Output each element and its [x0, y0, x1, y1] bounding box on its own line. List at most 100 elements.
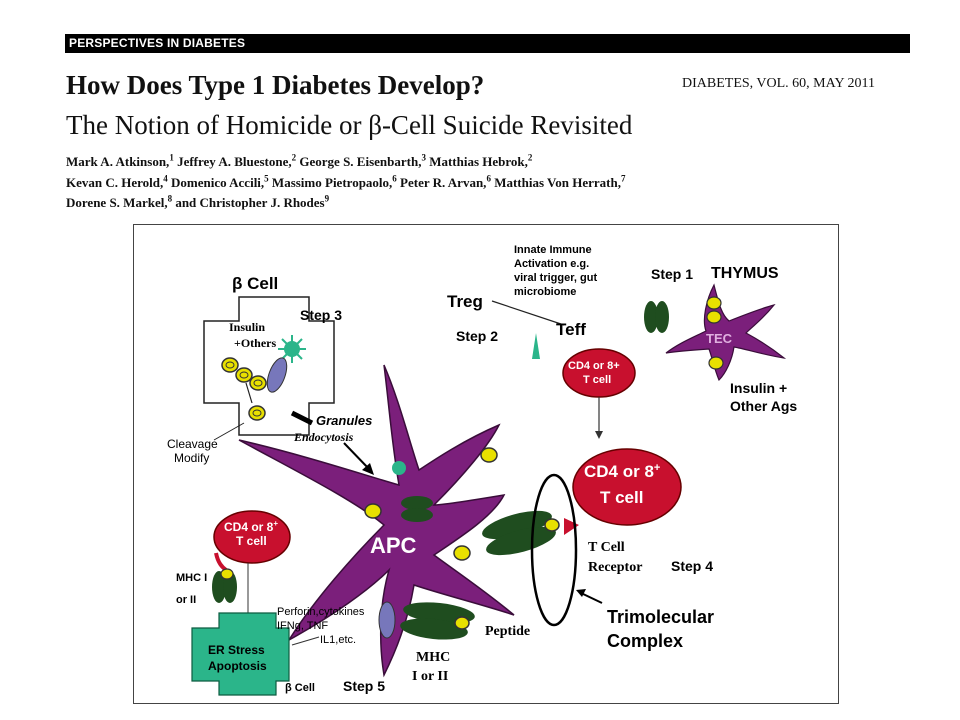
- mhc-left-line2: or II: [176, 594, 196, 606]
- cd4-left-line1: CD4 or 8+: [224, 519, 278, 534]
- er-stress-line1: ER Stress: [208, 643, 265, 657]
- step4-label: Step 4: [671, 558, 713, 574]
- subtitle-suffix: -Cell Suicide Revisited: [381, 110, 633, 140]
- perforin-line2: IFNg, TNF: [277, 620, 328, 632]
- section-label: PERSPECTIVES IN DIABETES: [69, 36, 246, 50]
- innate-line1: Innate Immune: [514, 244, 592, 256]
- beta-cell-top-label: β Cell: [232, 274, 278, 293]
- author-affiliation: 2: [291, 153, 297, 163]
- author: Massimo Pietropaolo,6: [271, 173, 397, 190]
- author: George S. Eisenbarth,3: [299, 153, 426, 170]
- bottom-peptide: [454, 616, 470, 630]
- mhc-bottom-line2: I or II: [412, 669, 448, 684]
- author-name: and Christopher J. Rhodes: [175, 194, 325, 210]
- tec-label: TEC: [706, 331, 733, 346]
- treg-line: [491, 300, 565, 326]
- trimolecular-line2: Complex: [607, 631, 683, 651]
- cd4-left-line2: T cell: [236, 534, 267, 548]
- author-name: Matthias Hebrok,: [429, 154, 528, 170]
- tcr-shape: [564, 518, 579, 535]
- author-affiliation: 2: [527, 153, 533, 163]
- trimolecular-arrow: [580, 592, 603, 604]
- cd4-big-text: CD4 or 8: [584, 462, 654, 481]
- apc-receptor: [378, 601, 396, 639]
- step5-label: Step 5: [343, 678, 385, 694]
- tcr-label-1: T Cell: [588, 540, 625, 555]
- author-name: Kevan C. Herold,: [66, 174, 164, 190]
- tcr-label-2: Receptor: [588, 560, 642, 575]
- step2-label: Step 2: [456, 328, 498, 344]
- cd4-big-line2: T cell: [600, 488, 643, 507]
- teff-tcell: [562, 348, 636, 398]
- teff-tcell-line2: T cell: [583, 374, 611, 386]
- cd4-big-sup: +: [654, 462, 660, 474]
- receptor-shape: [266, 357, 288, 393]
- granule-arrow: [245, 382, 253, 404]
- step1-label: Step 1: [651, 266, 693, 282]
- author-affiliation: 7: [620, 173, 626, 184]
- subtitle-prefix: The Notion of Homicide or: [66, 110, 369, 140]
- step3-label: Step 3: [300, 307, 342, 323]
- author: Peter R. Arvan,6: [400, 173, 491, 189]
- author-name: Massimo Pietropaolo,: [271, 174, 393, 190]
- virus-icon: [278, 335, 306, 363]
- paper-title: How Does Type 1 Diabetes Develop?: [66, 70, 485, 100]
- author-affiliation: 5: [264, 173, 269, 184]
- author: Mark A. Atkinson,1: [66, 153, 174, 169]
- others-label: +Others: [234, 336, 276, 350]
- insulin-other-line2: Other Ags: [730, 398, 797, 414]
- author-affiliation: 6: [392, 173, 397, 184]
- granules-label: Granules: [316, 413, 372, 428]
- author-affiliation: 4: [163, 173, 168, 184]
- section-header-bar: PERSPECTIVES IN DIABETES: [65, 34, 910, 53]
- apc-peptides: [364, 447, 498, 561]
- apc-label: APC: [370, 533, 417, 558]
- journal-citation: DIABETES, VOL. 60, MAY 2011: [682, 76, 876, 91]
- trimolecular-arrowhead: [576, 589, 586, 597]
- author-affiliation: 6: [486, 173, 491, 184]
- author: and Christopher J. Rhodes9: [175, 193, 330, 210]
- thymus-label: THYMUS: [711, 265, 779, 282]
- author-name: Jeffrey A. Bluestone,: [177, 154, 292, 170]
- author-name: Matthias Von Herrath,: [494, 174, 621, 190]
- author: Jeffrey A. Bluestone,2: [177, 153, 297, 170]
- complex-peptide: [544, 518, 560, 532]
- perforin-line1: Perforin,cytokines: [277, 606, 365, 618]
- left-peptide: [220, 568, 234, 580]
- trimolecular-line1: Trimolecular: [607, 607, 714, 627]
- innate-line2: Activation e.g.: [514, 258, 589, 270]
- author-affiliation: 9: [324, 193, 330, 204]
- beta-cell-bottom-label: β Cell: [285, 682, 315, 694]
- subtitle-beta: β: [368, 110, 382, 140]
- mhc-left-line1: MHC I: [176, 572, 207, 584]
- peptide-label: Peptide: [485, 624, 530, 639]
- innate-line3: viral trigger, gut: [514, 272, 597, 284]
- author-name: Domenico Accili,: [171, 174, 265, 190]
- insulin-other-line1: Insulin +: [730, 380, 787, 396]
- author-affiliation: 1: [169, 153, 174, 163]
- insulin-granules-inner: [225, 361, 263, 417]
- figure-panel: β Cell Step 3 Insulin +Others Granules E…: [133, 224, 839, 704]
- author: Dorene S. Markel,8: [66, 194, 172, 210]
- author: Kevan C. Herold,4: [66, 173, 168, 190]
- beta-cell-cross: [203, 296, 335, 436]
- author: Matthias Von Herrath,7: [494, 173, 626, 190]
- author: Domenico Accili,5: [171, 173, 269, 190]
- treg-signal-icon: [532, 333, 540, 359]
- er-stress-cross: [191, 612, 290, 696]
- il1-label: IL1,etc.: [320, 634, 356, 646]
- mhc-bottom-line1: MHC: [416, 650, 450, 665]
- author-name: Dorene S. Markel,: [66, 194, 168, 210]
- figure-diagram: β Cell Step 3 Insulin +Others Granules E…: [167, 244, 797, 696]
- cytokine-arrow: [291, 636, 320, 646]
- endocytosis-arrowhead: [362, 463, 374, 475]
- teff-tcell-line1: CD4 or 8+: [568, 360, 620, 372]
- endocytosis-label: Endocytosis: [293, 430, 354, 444]
- author: Matthias Hebrok,2: [429, 153, 533, 170]
- author-name: George S. Eisenbarth,: [299, 154, 422, 170]
- apc-virus-icon: [392, 461, 406, 475]
- innate-line4: microbiome: [514, 286, 576, 298]
- granules-pointer: [290, 410, 314, 426]
- cleavage-pointer: [213, 422, 245, 441]
- teff-arrowhead: [595, 431, 603, 439]
